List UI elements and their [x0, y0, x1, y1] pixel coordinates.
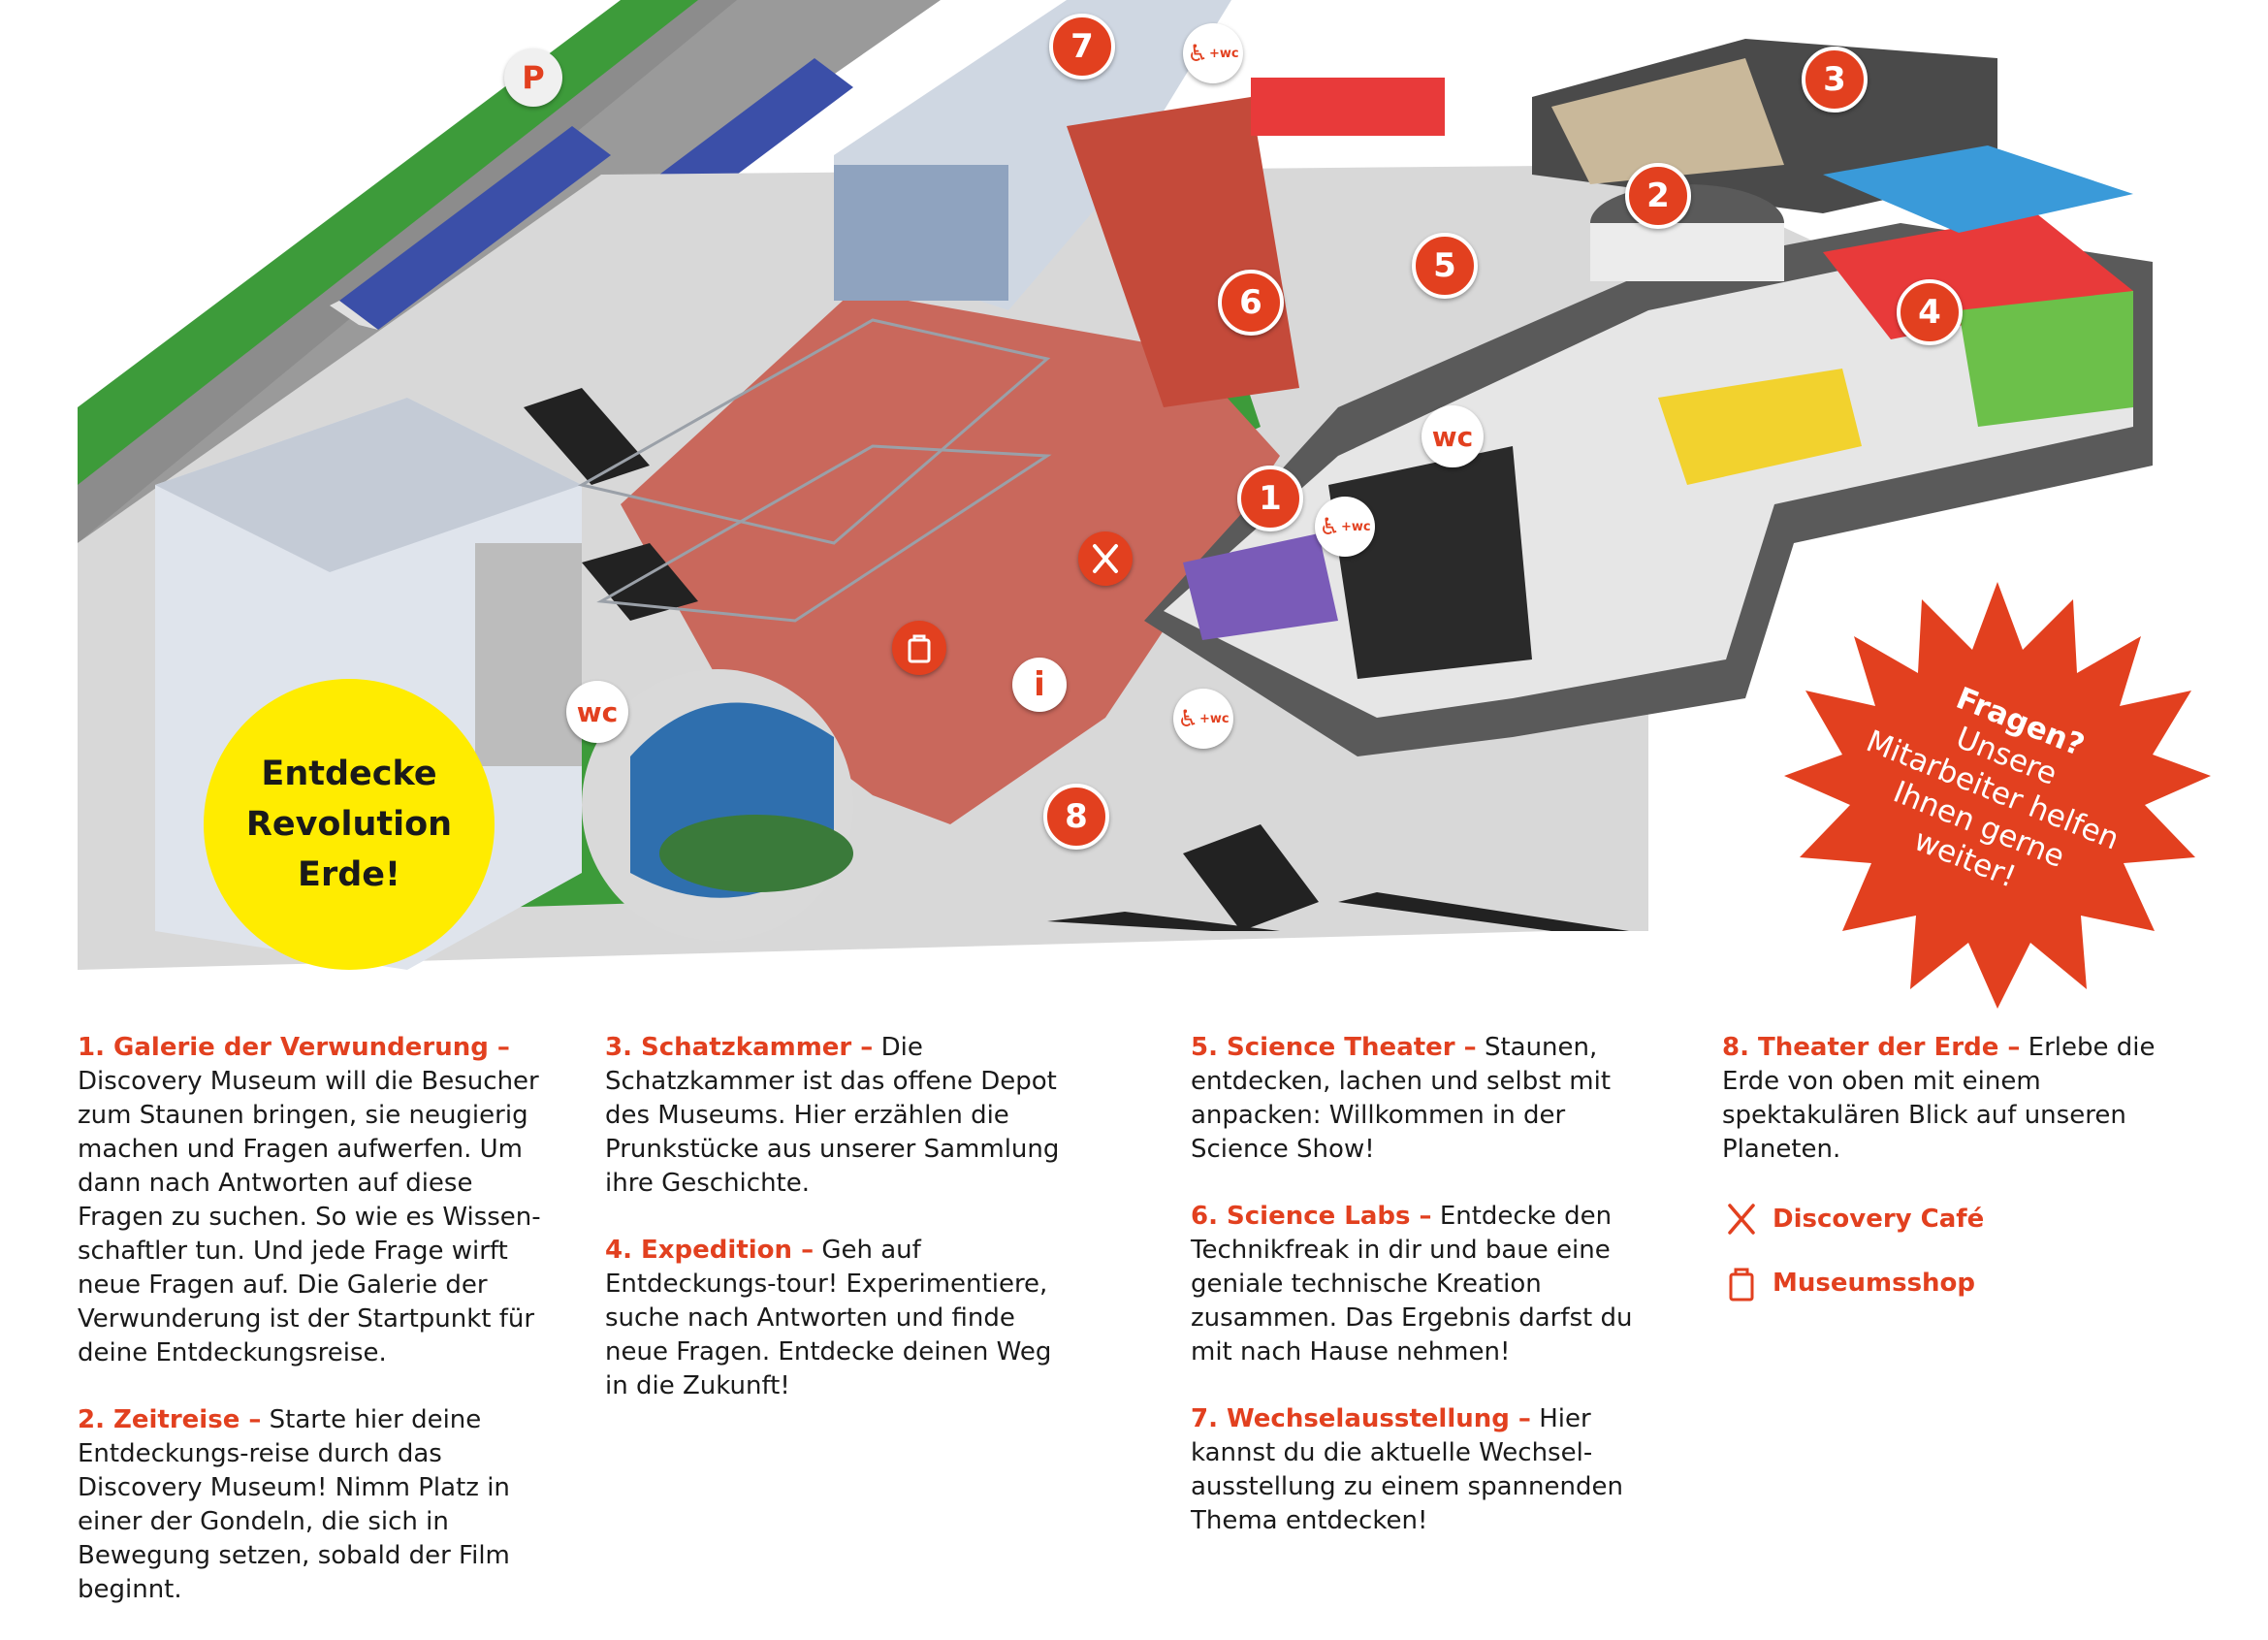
- legend-text: Entdecke den Technikfreak in dir und bau…: [1191, 1202, 1633, 1367]
- shopping-bag-icon: [1729, 1268, 1754, 1302]
- legend-title: 2. Zeitreise –: [78, 1405, 262, 1434]
- wheelchair-icon: ♿: [1319, 513, 1340, 540]
- legend-cafe: Discovery Café: [1722, 1200, 2188, 1238]
- legend-text: Erlebe die Erde von oben mit einem spekt…: [1722, 1033, 2156, 1164]
- glass-gallery: [577, 318, 1051, 545]
- legend-title: 6. Science Labs –: [1191, 1202, 1432, 1231]
- cutlery-icon: [1728, 1204, 1755, 1235]
- legend-text: Geh auf Entdeckungs-tour! Experimentiere…: [605, 1236, 1052, 1400]
- legend-column-3: 5. Science Theater – Staunen, entdecken,…: [1191, 1031, 1666, 1571]
- promo-line-3: Erde!: [298, 855, 400, 894]
- legend-item-6: 6. Science Labs – Entdecke den Technikfr…: [1191, 1200, 1666, 1369]
- legend-shop: Museumsshop: [1722, 1264, 2188, 1302]
- legend-item-1: 1. Galerie der Verwunderung – Discovery …: [78, 1031, 553, 1370]
- train-1: [330, 126, 611, 330]
- wheelchair-icon: ♿: [1177, 705, 1198, 732]
- marker-1[interactable]: 1: [1237, 466, 1303, 531]
- legend-title: 7. Wechselausstellung –: [1191, 1404, 1531, 1433]
- legend-column-1: 1. Galerie der Verwunderung – Discovery …: [78, 1031, 553, 1640]
- legend-column-2: 3. Schatzkammer – Die Schatzkammer ist d…: [605, 1031, 1080, 1436]
- cutlery-icon[interactable]: [1078, 531, 1133, 586]
- legend-title: 1. Galerie der Verwunderung –: [78, 1033, 510, 1062]
- info-icon[interactable]: i: [1012, 658, 1067, 712]
- legend-item-7: 7. Wechselausstellung – Hier kannst du d…: [1191, 1402, 1666, 1538]
- wc-icon-2[interactable]: wc: [566, 681, 628, 743]
- legend-text: Starte hier deine Entdeckungs-reise durc…: [78, 1405, 510, 1604]
- marker-3[interactable]: 3: [1802, 47, 1868, 113]
- marker-2[interactable]: 2: [1625, 163, 1691, 229]
- wheelchair-wc-icon-1[interactable]: ♿+wc: [1183, 23, 1243, 83]
- legend-text: Die Schatzkammer ist das offene Depot de…: [605, 1033, 1060, 1198]
- legend-item-2: 2. Zeitreise – Starte hier deine Entdeck…: [78, 1403, 553, 1607]
- museum-map: 7 3 2 5 4 6 1 8 P wc wc ♿+wc ♿+wc ♿+wc i: [78, 0, 2153, 970]
- help-starburst: [1784, 582, 2211, 1009]
- shopping-bag-icon[interactable]: [892, 621, 946, 675]
- marker-7[interactable]: 7: [1049, 14, 1115, 80]
- exhibit-room-purple: [1183, 533, 1338, 640]
- legend-item-3: 3. Schatzkammer – Die Schatzkammer ist d…: [605, 1031, 1080, 1201]
- promo-line-1: Entdecke: [261, 755, 437, 793]
- marker-5[interactable]: 5: [1412, 233, 1478, 299]
- legend-text: Staunen, entdecken, lachen und selbst mi…: [1191, 1033, 1612, 1164]
- legend-column-4: 8. Theater der Erde – Erlebe die Erde vo…: [1722, 1031, 2188, 1328]
- legend-item-5: 5. Science Theater – Staunen, entdecken,…: [1191, 1031, 1666, 1167]
- zebra-crossings: [524, 388, 1629, 931]
- legend-title: 8. Theater der Erde –: [1722, 1033, 2021, 1062]
- legend-title: 5. Science Theater –: [1191, 1033, 1477, 1062]
- marker-8[interactable]: 8: [1043, 784, 1109, 850]
- stair-tower: [475, 543, 582, 766]
- wheelchair-wc-icon-2[interactable]: ♿+wc: [1315, 497, 1375, 557]
- legend-item-8: 8. Theater der Erde – Erlebe die Erde vo…: [1722, 1031, 2188, 1167]
- legend-title: 4. Expedition –: [605, 1236, 815, 1265]
- legend-text: Hier kannst du die aktuelle Wechsel-auss…: [1191, 1404, 1623, 1535]
- exhibit-room-green: [1959, 291, 2133, 427]
- marker-6[interactable]: 6: [1218, 270, 1284, 336]
- legend-text: Discovery Museum will die Besucher zum S…: [78, 1067, 541, 1367]
- parking-icon[interactable]: P: [504, 48, 562, 107]
- promo-line-2: Revolution: [245, 805, 453, 844]
- wheelchair-icon: ♿: [1187, 40, 1208, 67]
- cafe-label: Discovery Café: [1773, 1204, 1985, 1234]
- theater-room: [1328, 446, 1532, 679]
- legend-title: 3. Schatzkammer –: [605, 1033, 874, 1062]
- map-illustration: [78, 0, 2153, 970]
- marker-4[interactable]: 4: [1897, 279, 1963, 345]
- exhibit-room-blue: [1823, 145, 2133, 233]
- wc-icon-1[interactable]: wc: [1421, 405, 1484, 467]
- legend-item-4: 4. Expedition – Geh auf Entdeckungs-tour…: [605, 1234, 1080, 1403]
- promo-badge: Entdecke Revolution Erde!: [204, 679, 495, 970]
- yellow-exhibits: [1658, 369, 1862, 485]
- shop-label: Museumsshop: [1773, 1268, 1976, 1298]
- wheelchair-wc-icon-3[interactable]: ♿+wc: [1173, 689, 1233, 749]
- lab-wall: [1251, 78, 1445, 136]
